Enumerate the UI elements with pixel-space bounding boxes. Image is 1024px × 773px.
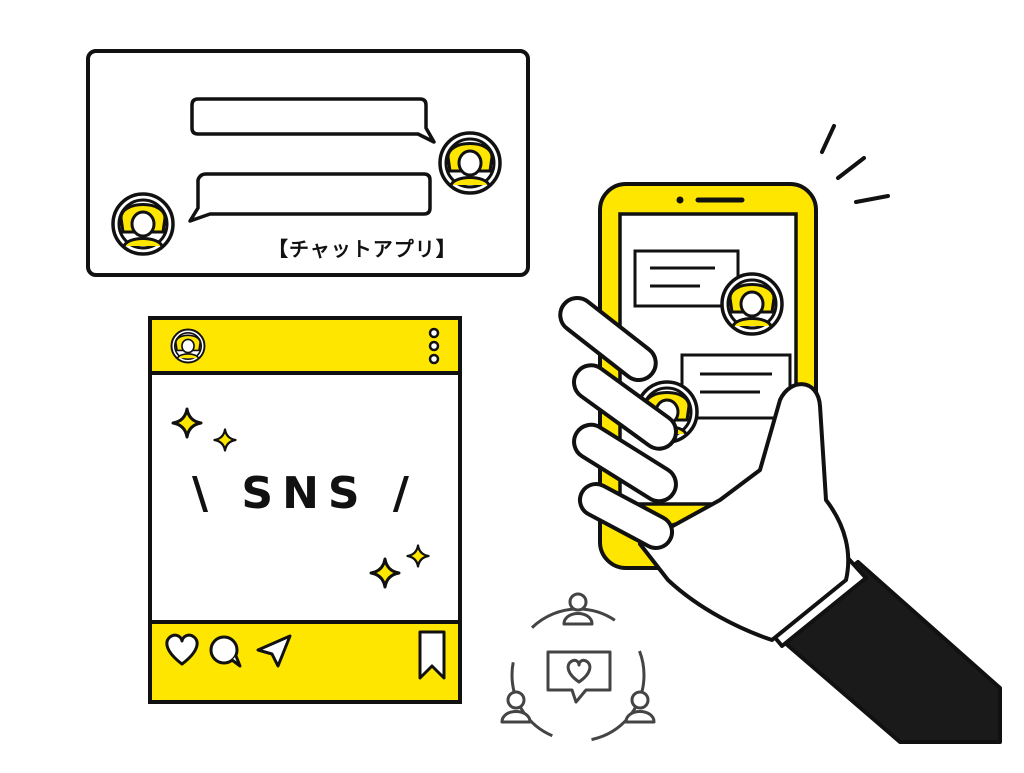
heart-icon[interactable] [165, 633, 199, 666]
speaker-mark-icon [820, 124, 890, 204]
avatar-icon [438, 131, 502, 195]
comment-icon[interactable] [209, 635, 242, 668]
hand [558, 295, 851, 642]
chat-app-label: 【チャットアプリ】 [268, 237, 457, 261]
people-icon [500, 690, 532, 724]
sns-post-card [148, 316, 462, 704]
hand-with-phone [558, 124, 1002, 744]
avatar-icon [170, 328, 206, 364]
avatar-icon [720, 272, 784, 336]
avatar-icon [111, 192, 175, 256]
chat-heart-icon [546, 650, 612, 704]
people-icon [624, 690, 656, 724]
chat-bubble-left [188, 172, 432, 223]
community-ring [500, 592, 656, 743]
chat-bubble-right [190, 97, 436, 144]
sns-title: \ SNS / [192, 468, 418, 519]
chat-app-panel [86, 49, 530, 277]
more-dots-icon [428, 327, 440, 365]
send-icon[interactable] [256, 634, 292, 668]
bookmark-icon[interactable] [418, 630, 446, 680]
